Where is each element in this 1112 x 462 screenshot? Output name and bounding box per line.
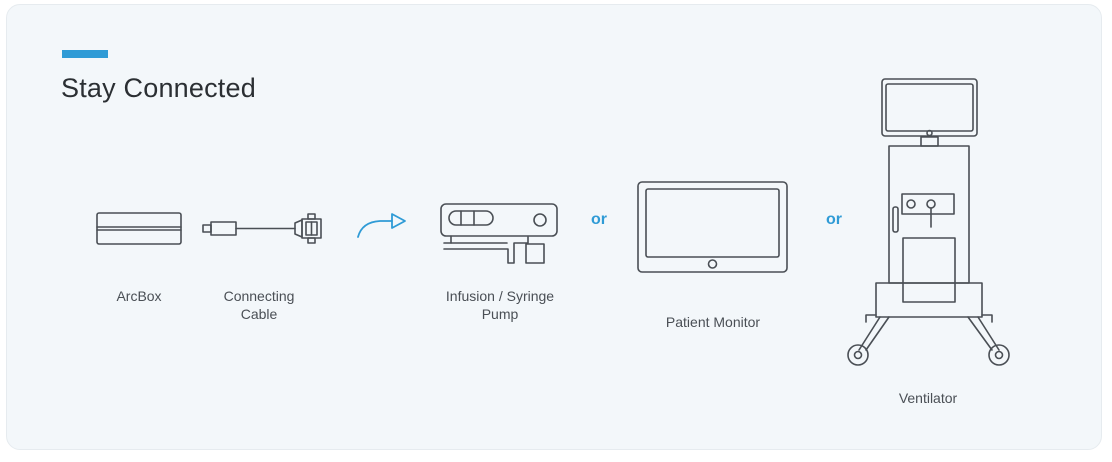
arrow-right-icon (358, 214, 405, 237)
ventilator-label: Ventilator (898, 390, 958, 406)
monitor-label: Patient Monitor (665, 314, 761, 330)
pump-label: Infusion / Syringe Pump (445, 288, 555, 322)
card-title: Stay Connected (61, 73, 256, 103)
cable-icon (203, 214, 321, 243)
monitor-icon (638, 182, 787, 272)
arcbox-icon (97, 213, 181, 244)
or-separator-1: or (591, 211, 607, 228)
arcbox-label: ArcBox (116, 288, 162, 304)
infusion-pump-icon (441, 204, 557, 263)
or-separator-2: or (826, 211, 842, 228)
accent-bar (62, 50, 108, 58)
ventilator-icon (848, 79, 1009, 365)
cable-label: Connecting Cable (223, 288, 295, 322)
